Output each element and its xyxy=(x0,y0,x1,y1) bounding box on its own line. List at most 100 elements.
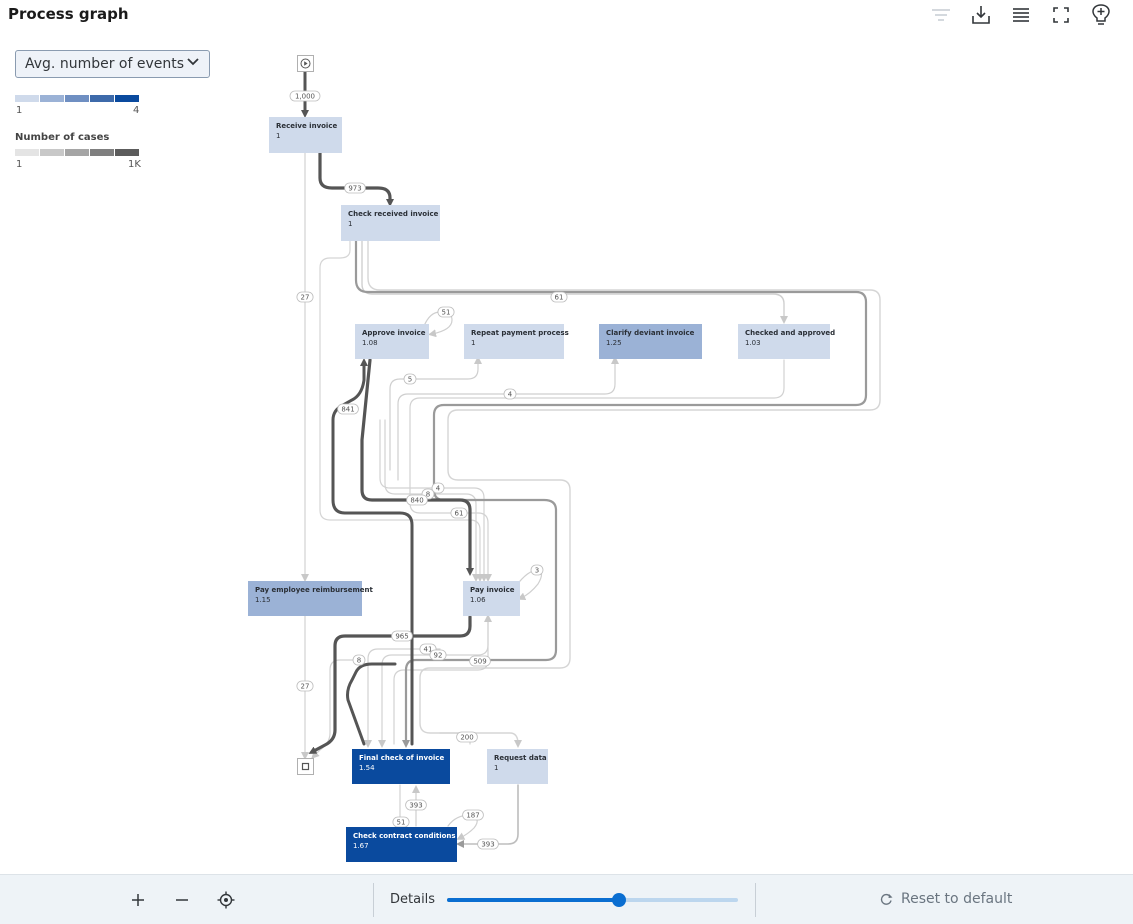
edge-to-final-8 xyxy=(311,659,361,759)
edge-receive-check xyxy=(318,151,394,207)
edge-label-pay-final: 965 xyxy=(391,630,413,642)
node-receive-invoice[interactable]: Receive invoice 1 xyxy=(269,117,342,153)
events-color-scale xyxy=(15,95,139,102)
node-name: Approve invoice xyxy=(362,329,426,337)
node-name: Pay invoice xyxy=(470,586,515,594)
svg-text:200: 200 xyxy=(460,734,473,742)
events-scale-swatch xyxy=(15,95,39,102)
svg-text:187: 187 xyxy=(466,812,479,820)
node-check-received-invoice[interactable]: Check received invoice 1 xyxy=(341,205,440,241)
node-value: 1.67 xyxy=(353,842,369,850)
list-icon[interactable] xyxy=(1010,4,1032,26)
edge-label-receive-payemp: 27 xyxy=(296,291,314,303)
zoom-out-button[interactable] xyxy=(171,889,193,911)
edge-label-to-final-509: 509 xyxy=(469,655,491,667)
zoom-in-button[interactable] xyxy=(127,889,149,911)
node-value: 1.08 xyxy=(362,339,378,347)
cases-scale-swatch xyxy=(65,149,89,156)
node-pay-employee-reimbursement[interactable]: Pay employee reimbursement 1.15 xyxy=(248,581,373,616)
edge-label-receive-check: 973 xyxy=(344,182,366,194)
svg-text:5: 5 xyxy=(408,376,412,384)
edge-pay-self xyxy=(515,569,543,601)
node-value: 1.15 xyxy=(255,596,271,604)
svg-text:27: 27 xyxy=(301,294,310,302)
reset-label: Reset to default xyxy=(901,891,1013,907)
svg-text:27: 27 xyxy=(301,683,310,691)
node-repeat-payment-process[interactable]: Repeat payment process 1 xyxy=(464,324,569,359)
node-name: Receive invoice xyxy=(276,122,338,130)
edge-label-approve-self: 51 xyxy=(437,306,455,318)
events-scale-max: 4 xyxy=(133,105,140,116)
events-scale-swatch xyxy=(40,95,64,102)
node-value: 1 xyxy=(494,764,499,772)
node-value: 1 xyxy=(348,220,353,228)
edge-pay-final xyxy=(308,615,472,754)
svg-text:4: 4 xyxy=(436,485,441,493)
node-clarify-deviant-invoice[interactable]: Clarify deviant invoice 1.25 xyxy=(599,324,702,359)
edge-to-repeat xyxy=(389,356,482,471)
edge-label-payemp-end: 27 xyxy=(296,680,314,692)
metric-dropdown[interactable]: Avg. number of events xyxy=(15,50,210,78)
edge-label-to-pay-4: 4 xyxy=(431,482,445,494)
slider-knob[interactable] xyxy=(611,893,626,907)
edge-label-to-clarify: 4 xyxy=(503,388,517,400)
node-request-data[interactable]: Request data 1 xyxy=(487,749,548,784)
svg-text:3: 3 xyxy=(535,567,539,575)
edge-to-clarify xyxy=(397,356,619,481)
svg-text:61: 61 xyxy=(555,294,564,302)
svg-text:841: 841 xyxy=(341,406,354,414)
node-checked-and-approved[interactable]: Checked and approved 1.03 xyxy=(738,324,835,359)
cases-scale-swatch xyxy=(90,149,114,156)
edge-final-branch xyxy=(346,662,397,746)
edge-label-check-checked: 61 xyxy=(550,291,568,303)
edge-checked-pay xyxy=(409,359,785,582)
svg-text:8: 8 xyxy=(357,657,361,665)
node-value: 1 xyxy=(276,132,281,140)
events-scale-swatch xyxy=(90,95,114,102)
edge-label-to-final-8: 8 xyxy=(352,654,366,666)
node-final-check-of-invoice[interactable]: Final check of invoice 1.54 xyxy=(352,749,450,784)
edge-checked-loop xyxy=(367,240,881,748)
edge-label-to-request: 200 xyxy=(456,731,478,743)
end-node[interactable] xyxy=(297,758,314,775)
details-slider[interactable] xyxy=(447,893,738,907)
lightbulb-icon[interactable] xyxy=(1090,4,1112,26)
footer-divider xyxy=(373,883,374,917)
svg-text:393: 393 xyxy=(409,802,422,810)
node-check-contract-conditions[interactable]: Check contract conditions 1.67 xyxy=(346,827,457,862)
page-title: Process graph xyxy=(8,5,129,23)
recenter-button[interactable] xyxy=(215,889,237,911)
reset-to-default-button[interactable]: Reset to default xyxy=(880,891,1012,907)
refresh-icon xyxy=(880,893,893,905)
svg-text:8: 8 xyxy=(426,491,430,499)
svg-text:4: 4 xyxy=(508,391,513,399)
svg-text:973: 973 xyxy=(348,185,361,193)
edge-label-start-receive: 1,000 xyxy=(289,90,321,102)
node-name: Check received invoice xyxy=(348,210,439,218)
edge-to-final-41 xyxy=(364,648,441,748)
cases-scale-swatch xyxy=(15,149,39,156)
node-approve-invoice[interactable]: Approve invoice 1.08 xyxy=(355,324,429,359)
chevron-down-icon xyxy=(186,55,200,73)
node-name: Pay employee reimbursement xyxy=(255,586,373,594)
fullscreen-icon[interactable] xyxy=(1050,4,1072,26)
node-value: 1.54 xyxy=(359,764,375,772)
edge-label-checked-pay: 61 xyxy=(450,507,468,519)
cases-scale-max: 1K xyxy=(128,159,141,170)
node-name: Clarify deviant invoice xyxy=(606,329,695,337)
download-icon[interactable] xyxy=(970,4,992,26)
node-name: Check contract conditions xyxy=(353,832,456,840)
slider-fill xyxy=(447,898,619,902)
edge-to-approve xyxy=(331,358,414,746)
cases-legend-title: Number of cases xyxy=(15,132,110,143)
filter-icon[interactable] xyxy=(930,4,952,26)
node-name: Repeat payment process xyxy=(471,329,569,337)
node-value: 1 xyxy=(471,339,476,347)
start-node[interactable] xyxy=(297,55,314,72)
cases-scale-swatch xyxy=(40,149,64,156)
edge-check-loop-mid xyxy=(354,239,868,748)
node-pay-invoice[interactable]: Pay invoice 1.06 xyxy=(463,581,520,616)
node-value: 1.25 xyxy=(606,339,622,347)
edge-label-final-contract: 51 xyxy=(392,816,410,828)
